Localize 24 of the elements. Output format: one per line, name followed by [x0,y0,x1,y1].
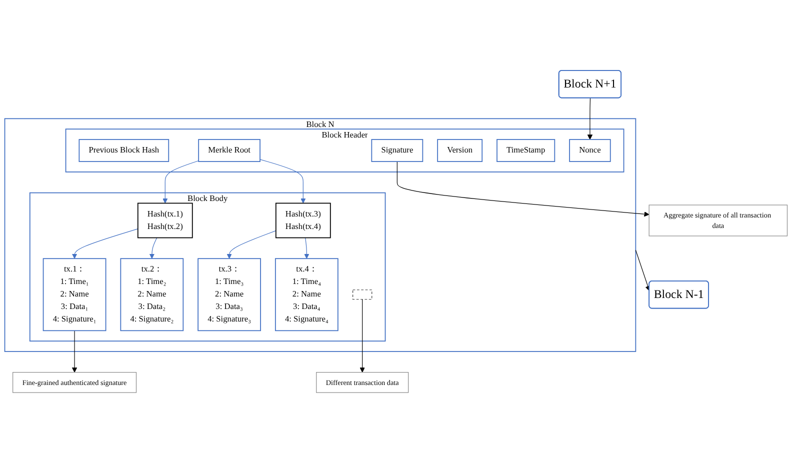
node-box: Hash(tx.1) Hash(tx.2) [137,202,193,238]
arrow [396,161,650,217]
node-box: Merkle Root [198,139,260,162]
arrow [149,237,158,259]
arrow [226,230,276,259]
arrow [635,250,650,291]
node-box: tx.1： 1: Time₁ 2: Name 3: Data₁ 4: Signature₁ [42,258,106,332]
node-box: tx.4： 1: Time₄ 2: Name 3: Data₄ 4: Signature₄ [274,258,338,332]
node-box: tx.3： 1: Time₃ 2: Name 3: Data₃ 4: Signature₃ [198,258,261,332]
node-box: Version [437,139,483,162]
node-box: tx.2： 1: Time₂ 2: Name 3: Data₂ 4: Signature₂ [120,258,184,332]
arrow [72,330,78,373]
arrow [304,237,310,259]
node-box: Signature [371,139,424,162]
arrow [162,160,199,204]
arrow [360,299,365,373]
node-box: TimeStamp [496,139,556,162]
arrow [72,228,138,259]
node-box: Previous Block Hash [78,139,170,162]
node-box: Hash(tx.3) Hash(tx.4) [275,202,331,238]
arrow [260,159,306,204]
node-box: Nonce [569,139,611,162]
arrow [587,98,593,140]
node-box [352,290,372,300]
